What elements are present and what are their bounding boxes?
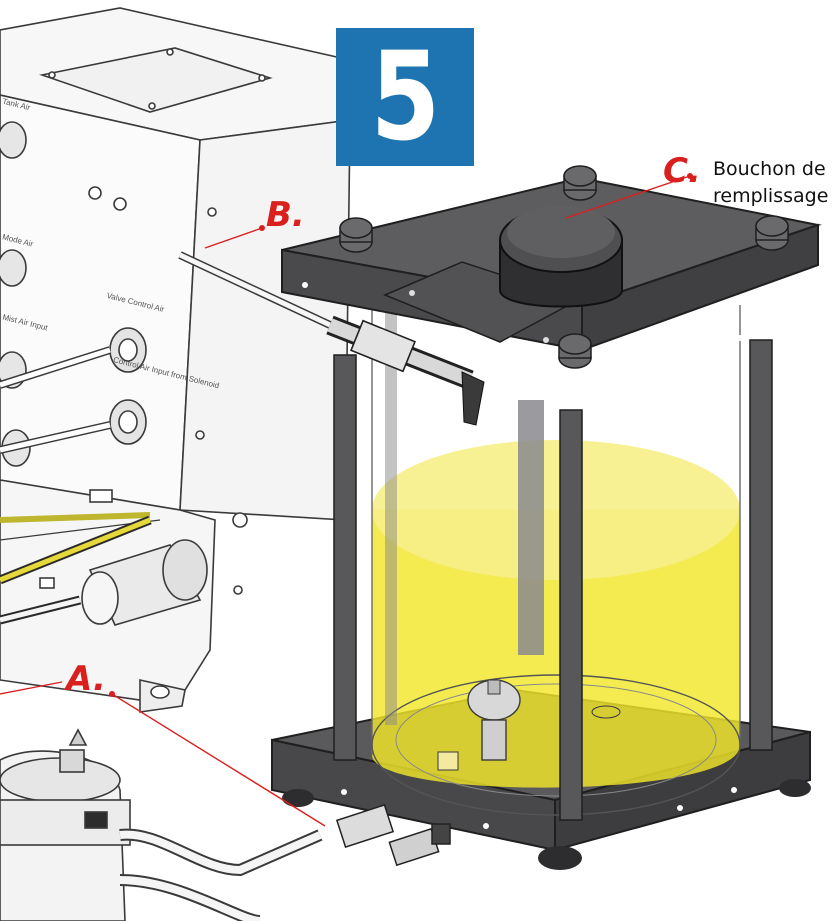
- leader-dots: [109, 173, 693, 697]
- callout-c-label-line1: Bouchon de: [713, 158, 826, 180]
- step-number-badge: 5: [336, 28, 474, 166]
- step-number: 5: [370, 26, 440, 168]
- fluid-level: [372, 510, 740, 788]
- tie-rod-front-right: [559, 409, 583, 821]
- front-fitting-2: [0, 249, 27, 287]
- callout-b-letter: B.: [266, 195, 305, 235]
- side-fitting-1: [109, 327, 147, 373]
- fill-cap: [499, 206, 623, 308]
- callout-a-letter: A.: [66, 659, 106, 699]
- top-access-plate: [38, 47, 273, 113]
- callout-c-letter: C.: [663, 151, 701, 191]
- leader-a-left: [0, 681, 63, 695]
- reservoir-tank: [271, 165, 822, 870]
- plate-bolt: [339, 165, 789, 369]
- leader-a: [111, 693, 326, 827]
- leader-c: [565, 175, 691, 219]
- clear-cylinder: [371, 305, 741, 755]
- controller-unit: [0, 7, 351, 713]
- callout-c-label: Bouchon de remplissage: [713, 156, 828, 210]
- callout-c-label-line2: remplissage: [713, 185, 829, 207]
- pickup-tube: [518, 400, 544, 655]
- base-fittings: [335, 804, 451, 867]
- air-line-b: [178, 251, 485, 426]
- front-fitting-1: [0, 121, 27, 159]
- drain-valve-handle: [461, 371, 485, 426]
- side-fitting-2: [109, 399, 147, 445]
- solenoid-body: [81, 539, 208, 626]
- tie-rod-back-right: [749, 339, 773, 751]
- regulator-assembly: [0, 728, 323, 921]
- leader-lines: [0, 175, 691, 827]
- tie-rod-front-left: [333, 354, 357, 761]
- float-valve: [467, 679, 521, 761]
- leader-b: [204, 227, 263, 249]
